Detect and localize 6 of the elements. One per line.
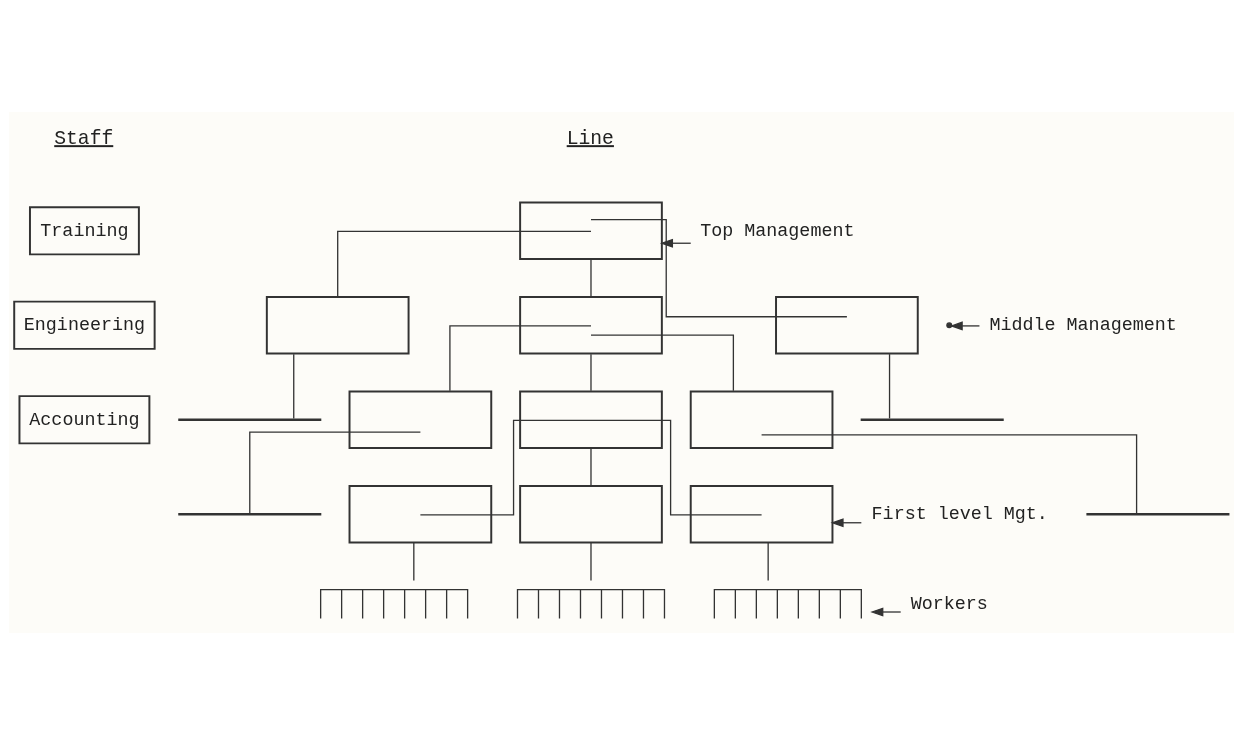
label: Staff — [54, 127, 114, 150]
label: Line — [566, 127, 614, 150]
node-text: Workers — [910, 593, 988, 615]
node-text: First level Mgt. — [871, 503, 1048, 525]
node-text: Top Management — [700, 220, 855, 242]
node-text: Middle Management — [989, 314, 1177, 336]
